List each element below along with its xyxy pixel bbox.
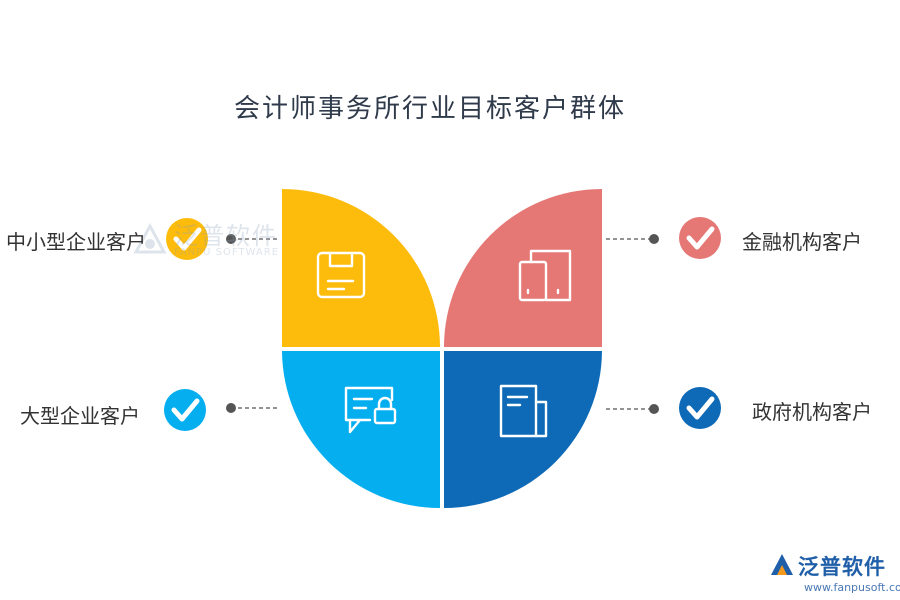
save-document-icon <box>316 251 366 299</box>
segment-label-large-enterprise: 大型企业客户 <box>20 404 140 428</box>
fanpu-logo-icon <box>133 222 167 254</box>
brand-url: www.fanpusoft.com <box>804 581 900 594</box>
fanpu-logo-icon <box>771 554 793 575</box>
check-icon <box>679 387 721 429</box>
check-icon <box>679 217 721 259</box>
quadrant-top-right <box>444 189 602 347</box>
file-folder-icon <box>499 384 548 438</box>
secure-message-icon <box>344 386 397 434</box>
watermark-name: 泛普软件 <box>174 222 278 250</box>
connector-dot <box>226 234 236 244</box>
connector-dot <box>226 403 236 413</box>
diagram-title: 会计师事务所行业目标客户群体 <box>233 94 626 124</box>
connector-dot <box>649 404 659 414</box>
connector-dot <box>649 234 659 244</box>
segment-label-government-agency: 政府机构客户 <box>752 400 872 424</box>
watermark-sub: FANPU SOFTWARE <box>174 247 280 258</box>
brand-name: 泛普软件 <box>798 555 886 579</box>
check-icon <box>166 218 208 260</box>
quadrant-top-left <box>282 189 440 347</box>
segment-label-small-medium-enterprise: 中小型企业客户 <box>6 230 146 254</box>
brand-logo: 泛普软件 www.fanpusoft.com <box>768 548 900 598</box>
segment-label-financial-institution: 金融机构客户 <box>742 230 862 254</box>
quadrant-bottom-left <box>282 351 440 509</box>
check-icon <box>164 389 206 431</box>
watermark: 泛普软件 FANPU SOFTWARE <box>128 214 288 270</box>
documents-icon <box>518 249 572 302</box>
quadrant-bottom-right <box>444 351 602 509</box>
